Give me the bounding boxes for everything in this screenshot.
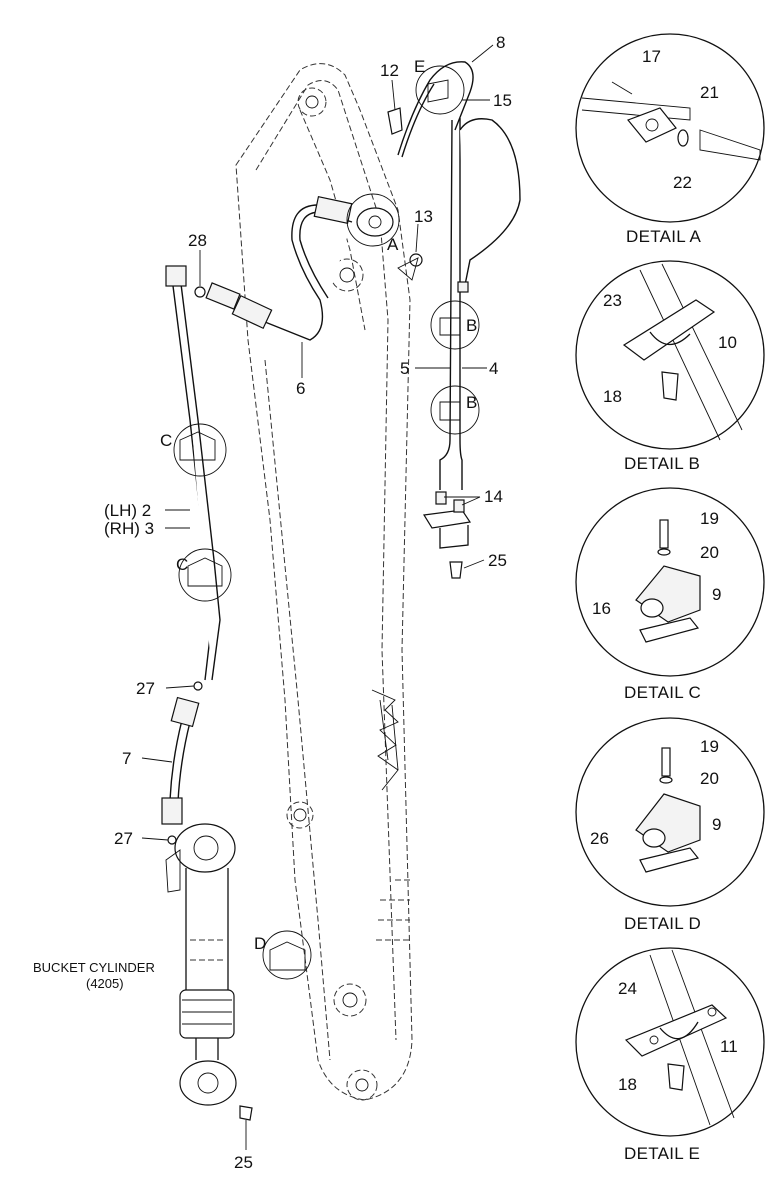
bucket-cylinder-ref: (4205) bbox=[86, 976, 124, 991]
callout-b-1: B bbox=[466, 316, 477, 335]
detail-d-9: 9 bbox=[712, 815, 721, 834]
detail-c-20: 20 bbox=[700, 543, 719, 562]
bucket-cylinder bbox=[165, 823, 237, 1106]
detail-b: 23 10 18 DETAIL B bbox=[575, 260, 765, 473]
detail-b-18: 18 bbox=[603, 387, 622, 406]
label-5: 5 bbox=[400, 359, 409, 378]
hose-routing bbox=[161, 61, 521, 1121]
detail-d-19: 19 bbox=[700, 737, 719, 756]
callout-b-2: B bbox=[466, 393, 477, 412]
detail-a: 17 21 22 DETAIL A bbox=[575, 33, 765, 246]
label-8: 8 bbox=[496, 33, 505, 52]
label-27-lower: 27 bbox=[114, 829, 133, 848]
detail-d-caption: DETAIL D bbox=[624, 914, 701, 933]
detail-b-10: 10 bbox=[718, 333, 737, 352]
leader-lines bbox=[141, 44, 494, 1150]
callout-c-1: C bbox=[160, 431, 172, 450]
callout-letters: A B B C C D E bbox=[160, 57, 477, 953]
detail-c: 19 20 16 9 DETAIL C bbox=[575, 487, 765, 702]
label-rh-3: (RH) 3 bbox=[104, 519, 154, 538]
detail-b-23: 23 bbox=[603, 291, 622, 310]
detail-e: 24 11 18 DETAIL E bbox=[575, 947, 765, 1163]
detail-a-21: 21 bbox=[700, 83, 719, 102]
detail-d-20: 20 bbox=[700, 769, 719, 788]
label-12: 12 bbox=[380, 61, 399, 80]
label-6: 6 bbox=[296, 379, 305, 398]
detail-b-caption: DETAIL B bbox=[624, 454, 700, 473]
detail-d: 19 20 26 9 DETAIL D bbox=[575, 717, 765, 933]
detail-c-16: 16 bbox=[592, 599, 611, 618]
label-27-upper: 27 bbox=[136, 679, 155, 698]
label-7: 7 bbox=[122, 749, 131, 768]
label-lh-2: (LH) 2 bbox=[104, 501, 151, 520]
detail-d-26: 26 bbox=[590, 829, 609, 848]
part-labels: 8 12 15 13 28 5 4 6 (LH) 2 (RH) 3 14 25 … bbox=[33, 33, 512, 1172]
label-25-top: 25 bbox=[488, 551, 507, 570]
detail-a-17: 17 bbox=[642, 47, 661, 66]
callout-a: A bbox=[387, 235, 399, 254]
arm-outline bbox=[235, 63, 413, 1101]
bucket-cylinder-label: BUCKET CYLINDER bbox=[33, 960, 155, 975]
detail-e-24: 24 bbox=[618, 979, 637, 998]
label-4: 4 bbox=[489, 359, 498, 378]
detail-c-caption: DETAIL C bbox=[624, 683, 701, 702]
callout-c-2: C bbox=[176, 555, 188, 574]
label-13: 13 bbox=[414, 207, 433, 226]
label-15: 15 bbox=[493, 91, 512, 110]
detail-c-19: 19 bbox=[700, 509, 719, 528]
callout-d: D bbox=[254, 934, 266, 953]
label-28: 28 bbox=[188, 231, 207, 250]
detail-c-9: 9 bbox=[712, 585, 721, 604]
detail-a-22: 22 bbox=[673, 173, 692, 192]
label-25-bottom: 25 bbox=[234, 1153, 253, 1172]
detail-e-caption: DETAIL E bbox=[624, 1144, 700, 1163]
callout-e: E bbox=[414, 57, 425, 76]
detail-a-caption: DETAIL A bbox=[626, 227, 702, 246]
detail-e-11: 11 bbox=[720, 1037, 738, 1056]
label-14: 14 bbox=[484, 487, 503, 506]
callout-circles bbox=[173, 65, 480, 980]
detail-e-18: 18 bbox=[618, 1075, 637, 1094]
